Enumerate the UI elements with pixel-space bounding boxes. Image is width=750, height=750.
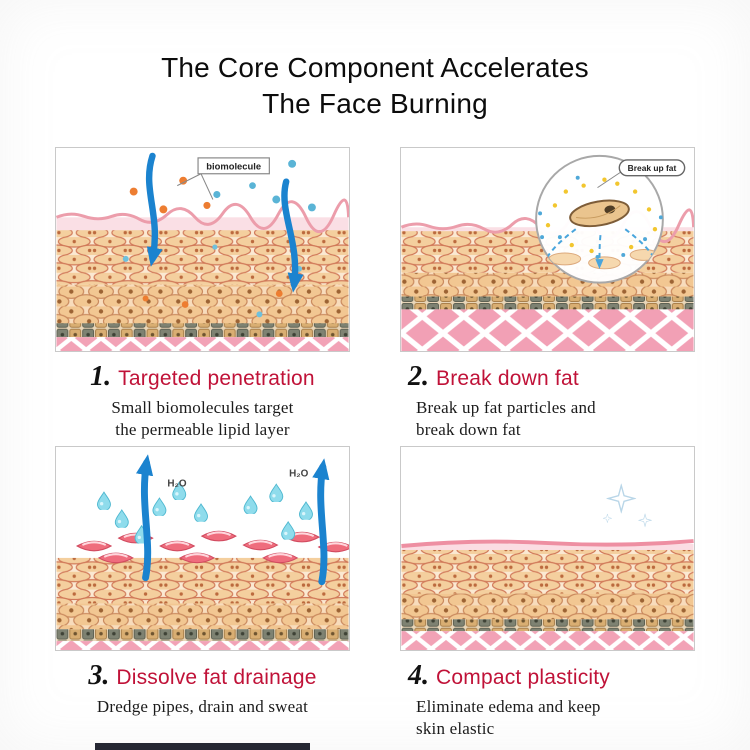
panel-number: 4. (408, 660, 429, 692)
magnifier-circle (535, 154, 664, 284)
panel-description: Dredge pipes, drain and sweat (96, 697, 309, 717)
break-arrows (542, 228, 659, 269)
figure-compact-plasticity (400, 446, 695, 652)
panel-heading: Break down fat (436, 366, 579, 390)
skin-diagram-break-fat: Break up fat (401, 154, 694, 351)
skin-diagram-drainage: H₂O H₂O (56, 454, 349, 651)
panel-description: Break up fat particles and break down fa… (416, 397, 596, 439)
caption-row-3: 3. Dissolve fat drainage (55, 660, 350, 692)
figure-targeted-penetration: biomolecule (55, 146, 350, 352)
sparkle-icon (602, 485, 652, 527)
skin-surface-line (56, 198, 349, 233)
panel-heading: Dissolve fat drainage (116, 666, 317, 690)
fat-fragments (538, 175, 663, 259)
panel-compact-plasticity: 4. Compact plasticity Eliminate edema an… (400, 446, 695, 740)
h2o-label: H₂O (289, 469, 309, 480)
penetration-arrow-icon (146, 152, 304, 293)
skin-diagram-penetration: biomolecule (56, 152, 349, 351)
panel-number: 3. (88, 660, 110, 692)
bottom-crop-strip (95, 743, 310, 750)
caption-row-2: 2. Break down fat (400, 361, 695, 393)
panel-number: 1. (90, 360, 112, 392)
panel-dissolve-fat-drainage: H₂O H₂O 3. Dissolve fat drainage Dredge … (55, 446, 350, 740)
caption-row-4: 4. Compact plasticity (400, 660, 695, 692)
panel-break-down-fat: Break up fat 2. Break down fat Break up … (400, 146, 695, 441)
figure-dissolve-drainage: H₂O H₂O (55, 446, 350, 652)
skin-diagram-compact (401, 485, 694, 651)
svg-text:biomolecule: biomolecule (206, 160, 261, 171)
panel-heading: Targeted penetration (118, 366, 315, 390)
figure-break-down-fat: Break up fat (400, 146, 695, 352)
embedded-particles (122, 244, 303, 318)
panel-targeted-penetration: biomolecule 1. Targeted penetration Smal… (55, 146, 350, 441)
panel-number: 2. (408, 360, 429, 392)
biomolecule-label: biomolecule (177, 157, 270, 200)
panel-description: Eliminate edema and keep skin elastic (416, 697, 601, 739)
sweat-up-arrow-icon (136, 454, 330, 586)
page-title: The Core Component Accelerates The Face … (161, 52, 589, 120)
fat-cell (569, 199, 630, 227)
smooth-skin-surface-line (401, 539, 694, 549)
caption-row-1: 1. Targeted penetration (55, 361, 350, 393)
panel-grid: biomolecule 1. Targeted penetration Smal… (0, 146, 750, 740)
break-up-fat-label: Break up fat (597, 158, 686, 188)
panel-description: Small biomolecules target the permeable … (111, 397, 294, 439)
panel-heading: Compact plasticity (436, 666, 610, 690)
h2o-label: H₂O (167, 479, 187, 490)
svg-text:Break up fat: Break up fat (628, 163, 677, 173)
